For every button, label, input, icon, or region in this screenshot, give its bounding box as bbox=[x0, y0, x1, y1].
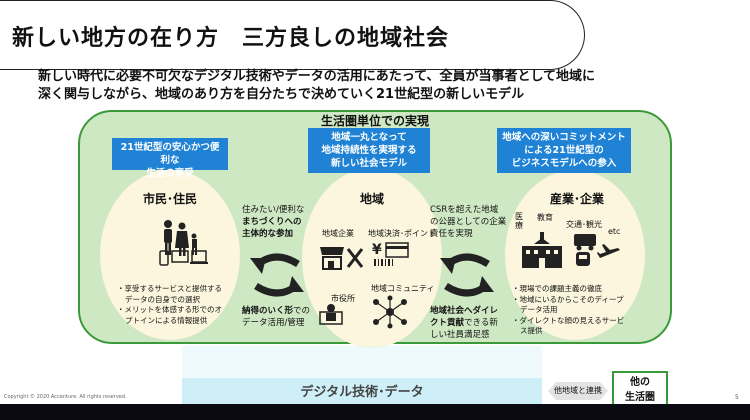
title-frame bbox=[0, 0, 585, 70]
citizen-bullet-2-l1: メリットを体感する形でのオ bbox=[124, 305, 223, 314]
mid-right-bottom-2: クト貢献できる新 bbox=[430, 317, 510, 329]
industry-box-line-1: 地域への深いコミットメント bbox=[502, 132, 626, 143]
mid-right-bottom-2b: できる新 bbox=[464, 318, 498, 328]
mid-right-bottom-3: しい社員満足感 bbox=[430, 330, 490, 340]
region-box-line-3: 新しい社会モデル bbox=[330, 158, 407, 169]
frame-title: 生活圏単位での実現 bbox=[320, 114, 429, 128]
industry-bullet-2-l1: 地域にいるからこそのディープ bbox=[519, 294, 624, 304]
copyright-text: Copyright © 2020 Accenture. All rights r… bbox=[4, 394, 127, 400]
citizen-title: 市民･住民 bbox=[142, 192, 197, 206]
region-industry-cycle-arrows-icon bbox=[440, 253, 494, 297]
mid-left-bottom-1: 納得のいく形での bbox=[242, 305, 322, 317]
mid-right-bottom-1: 地域社会へダイレ bbox=[430, 306, 499, 316]
svg-text:¥: ¥ bbox=[372, 242, 382, 258]
mid-left-top-1: 住みたい/便利な bbox=[242, 205, 305, 215]
education-label: 教育 bbox=[537, 213, 553, 222]
region-title: 地域 bbox=[359, 192, 384, 206]
data-management-label: 納得のいく形での データ活用/管理 bbox=[242, 305, 322, 329]
citizen-bullet-2: ・メリットを体感する形でのオ bbox=[117, 305, 223, 314]
mid-left-top-2: まちづくりへの bbox=[242, 217, 302, 227]
shop-icon bbox=[320, 247, 364, 270]
medical-label: 医療 bbox=[515, 212, 523, 230]
industry-bullet-2: ・地域にいるからこそのディープ bbox=[512, 294, 624, 304]
digital-band-glow bbox=[182, 346, 542, 378]
corporate-responsibility-label: CSRを超えた地域 の公器としての企業 責任を実現 bbox=[430, 204, 510, 240]
citizen-box-line-2: 生活の享受 bbox=[146, 168, 194, 179]
community-network-icon bbox=[373, 295, 407, 329]
mid-right-bottom-2a: クト貢献 bbox=[430, 318, 465, 328]
digital-technology-label: デジタル技術･データ bbox=[300, 385, 424, 400]
citizen-bullet-1-l1: 享受するサービスと提供する bbox=[124, 284, 223, 293]
citizen-bullet-2-l2: プトインによる情報提供 bbox=[125, 315, 208, 325]
region-company-label: 地域企業 bbox=[322, 229, 354, 238]
industry-bullet-1: ・現場での課題主義の徹底 bbox=[512, 284, 603, 293]
intro-line-2: 深く関与しながら、地域のあり方を自分たちで決めていく21世紀型の新しいモデル bbox=[38, 87, 525, 102]
mid-left-bottom-1a: 納得のいく形 bbox=[242, 306, 294, 316]
mid-right-top-1: CSRを超えた地域 bbox=[430, 205, 499, 215]
citizen-bullets: ・享受するサービスと提供する データの自身での選択 ・メリットを体感する形でのオ… bbox=[117, 284, 242, 326]
city-office-worker-icon bbox=[319, 304, 343, 325]
region-payment-label: 地域決済･ポイント bbox=[368, 229, 436, 238]
payment-icon: ¥ bbox=[372, 242, 409, 266]
industry-bullet-3-l2: ス提供 bbox=[520, 326, 543, 335]
other-area-line-1: 他の bbox=[630, 377, 650, 388]
citizen-region-cycle-arrows-icon bbox=[250, 253, 304, 297]
intro-text: 新しい時代に必要不可欠なデジタル技術やデータの活用にあたって、全員が当事者として… bbox=[38, 68, 718, 104]
industry-bullet-3: ・ダイレクトな顔の見えるサービ bbox=[512, 315, 625, 325]
devices-icon bbox=[159, 250, 208, 266]
industry-bullet-3-l1: ダイレクトな顔の見えるサービ bbox=[519, 315, 625, 325]
hospital-school-icon bbox=[522, 232, 562, 268]
industry-value-box: 地域への深いコミットメント による21世紀型の ビジネスモデルへの参入 bbox=[497, 128, 631, 173]
citizen-bullet-1-l2: データの自身での選択 bbox=[125, 294, 200, 304]
etc-label: etc bbox=[608, 227, 621, 236]
region-box-line-1: 地域一丸となって bbox=[331, 132, 407, 143]
citizen-bullet-1: ・享受するサービスと提供する bbox=[117, 284, 223, 293]
region-value-box: 地域一丸となって 地域持続性を実現する 新しい社会モデル bbox=[308, 128, 430, 173]
region-box-line-2: 地域持続性を実現する bbox=[321, 145, 417, 156]
employee-satisfaction-label: 地域社会へダイレ クト貢献できる新 しい社員満足感 bbox=[430, 305, 510, 341]
transport-tourism-label: 交通･観光 bbox=[566, 220, 602, 229]
city-office-label: 市役所 bbox=[331, 294, 355, 303]
citizen-participation-label: 住みたい/便利な まちづくりへの 主体的な参加 bbox=[242, 204, 316, 240]
other-area-line-2: 生活圏 bbox=[625, 392, 655, 403]
mid-right-top-3: 責任を実現 bbox=[430, 229, 473, 239]
industry-bullets: ・現場での課題主義の徹底 ・地域にいるからこそのディープ データ活用 ・ダイレク… bbox=[512, 284, 640, 337]
page-number: 5 bbox=[735, 394, 739, 401]
transport-icon bbox=[574, 234, 620, 266]
mid-left-top-3: 主体的な参加 bbox=[242, 229, 294, 239]
other-region-link-arrow: 他地域と連携 bbox=[548, 382, 608, 400]
footer-strip bbox=[0, 404, 750, 420]
mid-left-bottom-2: データ活用/管理 bbox=[242, 318, 305, 328]
mid-right-top-2: の公器としての企業 bbox=[430, 217, 507, 227]
citizen-value-box: 21世紀型の安心かつ便利な 生活の享受 bbox=[112, 138, 228, 179]
industry-title: 産業･企業 bbox=[549, 192, 604, 206]
other-living-area-box: 他の 生活圏 bbox=[612, 371, 668, 407]
industry-bullet-1-text: 現場での課題主義の徹底 bbox=[519, 284, 603, 293]
industry-box-line-2: による21世紀型の bbox=[524, 145, 604, 156]
mid-left-bottom-1b: での bbox=[293, 306, 311, 316]
industry-box-line-3: ビジネスモデルへの参入 bbox=[511, 158, 617, 169]
community-label: 地域コミュニティ bbox=[371, 284, 435, 293]
intro-line-1: 新しい時代に必要不可欠なデジタル技術やデータの活用にあたって、全員が当事者として… bbox=[38, 69, 596, 84]
industry-bullet-2-l2: データ活用 bbox=[520, 305, 558, 314]
page-title: 新しい地方の在り方 三方良しの地域社会 bbox=[12, 26, 450, 51]
citizen-box-line-1: 21世紀型の安心かつ便利な bbox=[120, 142, 220, 166]
